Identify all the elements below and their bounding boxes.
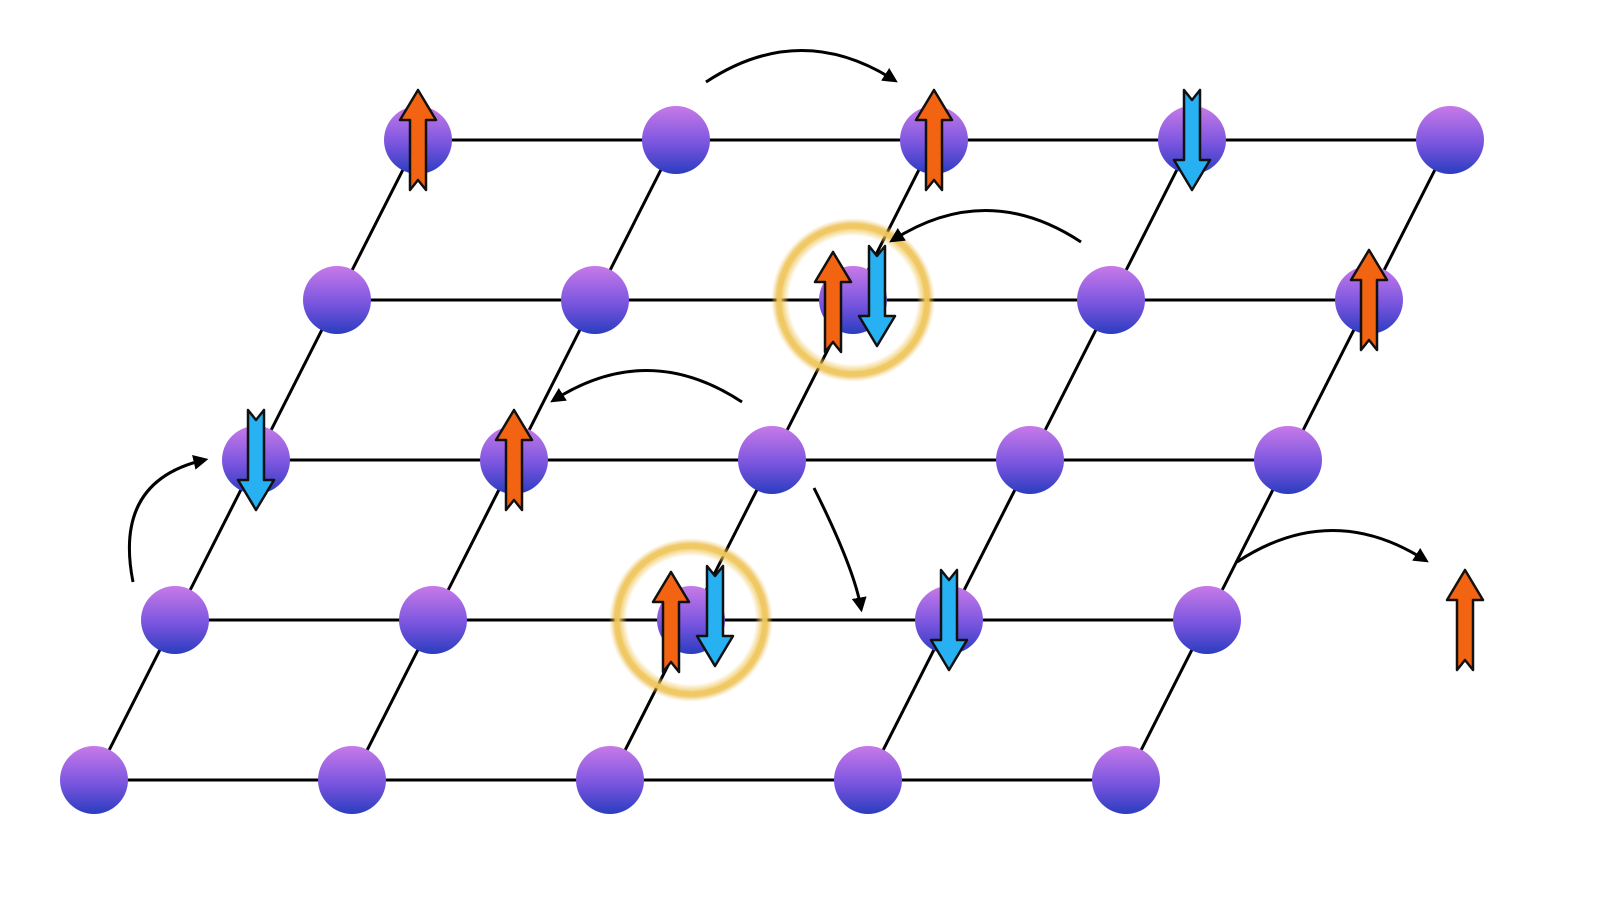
lattice-site — [1173, 586, 1241, 654]
spin-down-arrow — [1172, 88, 1212, 192]
doublon-ring — [614, 543, 768, 697]
hop-arrows — [128, 49, 1429, 613]
spin-up-arrow — [494, 408, 534, 512]
lattice-sites — [60, 106, 1484, 814]
doublon-glows — [609, 218, 935, 702]
doublon-glow — [609, 538, 773, 702]
lattice-site — [1077, 266, 1145, 334]
spin-up-arrow — [651, 570, 691, 674]
lattice-site — [318, 746, 386, 814]
spin-up-arrow — [1445, 568, 1485, 672]
lattice-site — [1254, 426, 1322, 494]
lattice-site — [141, 586, 209, 654]
lattice-site — [738, 426, 806, 494]
doublon-glow — [771, 218, 935, 382]
spin-up-arrow — [398, 88, 438, 192]
hopping-arrow — [812, 487, 867, 613]
hopping-arrow — [1236, 529, 1429, 564]
lattice-site — [60, 746, 128, 814]
spin-down-arrow — [236, 408, 276, 512]
lattice-site — [834, 746, 902, 814]
hopping-arrow — [889, 209, 1082, 244]
hopping-arrow — [550, 369, 743, 404]
lattice-site — [1092, 746, 1160, 814]
lattice-site — [996, 426, 1064, 494]
spin-down-arrow — [695, 564, 735, 668]
lattice-site — [1416, 106, 1484, 174]
hopping-arrow — [128, 455, 209, 583]
lattice-site — [399, 586, 467, 654]
spin-down-arrow — [929, 568, 969, 672]
lattice-site — [561, 266, 629, 334]
spin-up-arrow — [813, 250, 853, 354]
spin-arrows — [236, 88, 1485, 674]
doublon-ring — [776, 223, 930, 377]
lattice-site — [642, 106, 710, 174]
spin-down-arrow — [857, 244, 897, 348]
lattice-site — [576, 746, 644, 814]
spin-up-arrow — [914, 88, 954, 192]
hopping-arrow — [705, 49, 898, 84]
spin-up-arrow — [1349, 248, 1389, 352]
lattice-site — [303, 266, 371, 334]
